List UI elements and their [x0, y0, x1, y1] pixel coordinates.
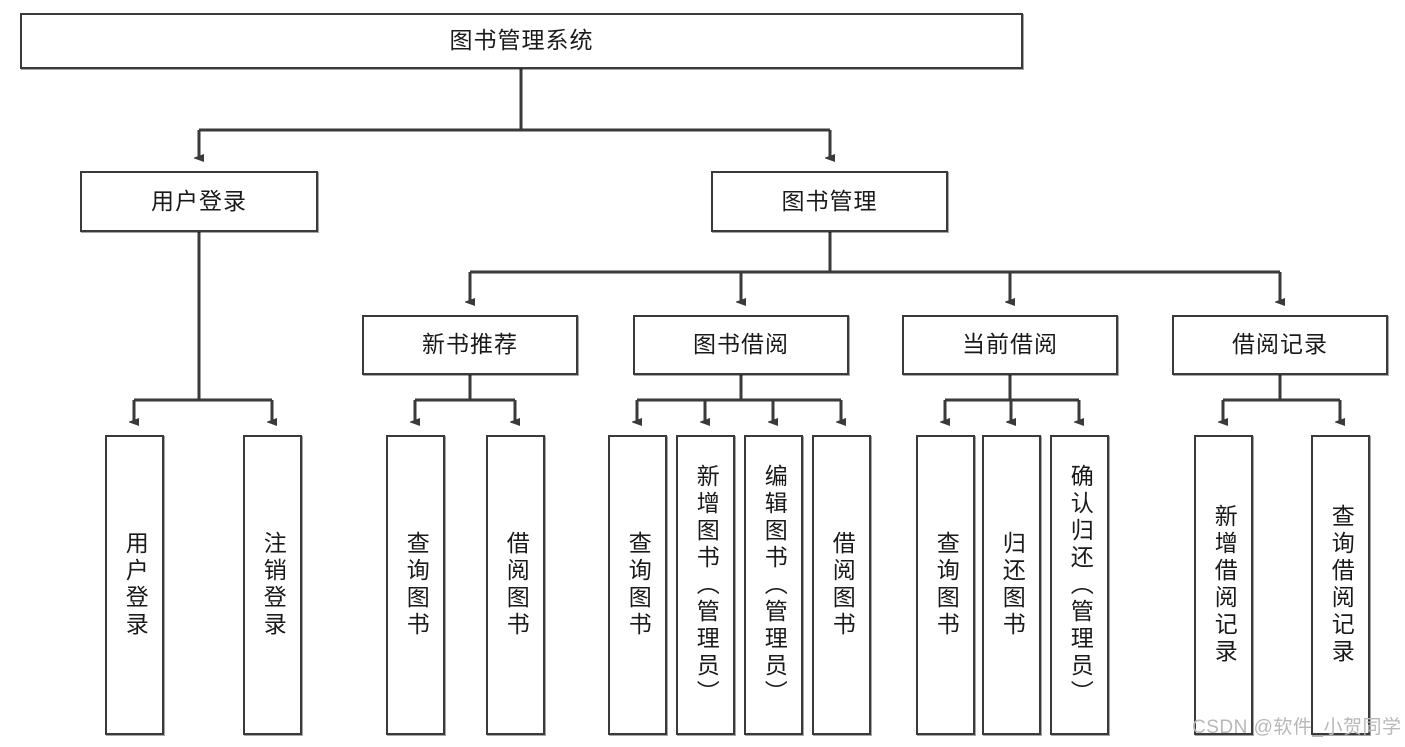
node-leaf-query-book-cur[interactable]: 查询图书	[916, 435, 975, 735]
node-leaf-borrow-book[interactable]: 借阅图书	[812, 435, 871, 735]
node-leaf-query-book-borrow[interactable]: 查询图书	[608, 435, 667, 735]
node-book-manage-label: 图书管理	[781, 187, 878, 214]
node-leaf-logout-label: 注销登录	[260, 531, 287, 639]
node-leaf-confirm-return[interactable]: 确认归还（管理员）	[1050, 435, 1109, 735]
node-leaf-add-book[interactable]: 新增图书（管理员）	[676, 435, 735, 735]
node-leaf-borrow-book-rec[interactable]: 借阅图书	[486, 435, 545, 735]
node-leaf-user-login-label: 用户登录	[122, 531, 149, 639]
node-new-book-recommend-label: 新书推荐	[422, 331, 518, 358]
node-leaf-add-record[interactable]: 新增借阅记录	[1194, 435, 1253, 735]
node-book-borrow-label: 图书借阅	[693, 331, 789, 358]
node-user-login[interactable]: 用户登录	[80, 171, 318, 232]
node-user-login-label: 用户登录	[151, 187, 247, 214]
node-borrow-records[interactable]: 借阅记录	[1172, 315, 1388, 375]
node-leaf-borrow-book-rec-label: 借阅图书	[503, 531, 530, 639]
node-leaf-query-record-label: 查询借阅记录	[1328, 504, 1355, 666]
node-leaf-edit-book[interactable]: 编辑图书（管理员）	[744, 435, 803, 735]
node-leaf-return-book-label: 归还图书	[999, 531, 1026, 639]
node-book-manage[interactable]: 图书管理	[711, 171, 948, 232]
node-book-borrow[interactable]: 图书借阅	[633, 315, 849, 375]
node-current-borrow[interactable]: 当前借阅	[902, 315, 1118, 375]
node-root-label: 图书管理系统	[449, 27, 594, 54]
node-new-book-recommend[interactable]: 新书推荐	[362, 315, 578, 375]
node-leaf-query-book-rec-label: 查询图书	[403, 531, 430, 639]
csdn-watermark: CSDN @软件_小贺同学	[1192, 717, 1402, 738]
node-leaf-add-record-label: 新增借阅记录	[1211, 504, 1238, 666]
node-leaf-query-book-rec[interactable]: 查询图书	[386, 435, 445, 735]
node-leaf-edit-book-label: 编辑图书（管理员）	[761, 463, 788, 707]
node-current-borrow-label: 当前借阅	[962, 331, 1058, 358]
node-leaf-borrow-book-label: 借阅图书	[829, 531, 856, 639]
node-leaf-query-record[interactable]: 查询借阅记录	[1311, 435, 1370, 735]
node-root[interactable]: 图书管理系统	[20, 13, 1023, 69]
node-leaf-confirm-return-label: 确认归还（管理员）	[1067, 463, 1094, 707]
node-leaf-add-book-label: 新增图书（管理员）	[693, 463, 720, 707]
node-borrow-records-label: 借阅记录	[1232, 331, 1328, 358]
node-leaf-return-book[interactable]: 归还图书	[982, 435, 1041, 735]
node-leaf-logout[interactable]: 注销登录	[243, 435, 302, 735]
node-leaf-query-book-borrow-label: 查询图书	[625, 531, 652, 639]
node-leaf-query-book-cur-label: 查询图书	[933, 531, 960, 639]
node-leaf-user-login[interactable]: 用户登录	[105, 435, 164, 735]
